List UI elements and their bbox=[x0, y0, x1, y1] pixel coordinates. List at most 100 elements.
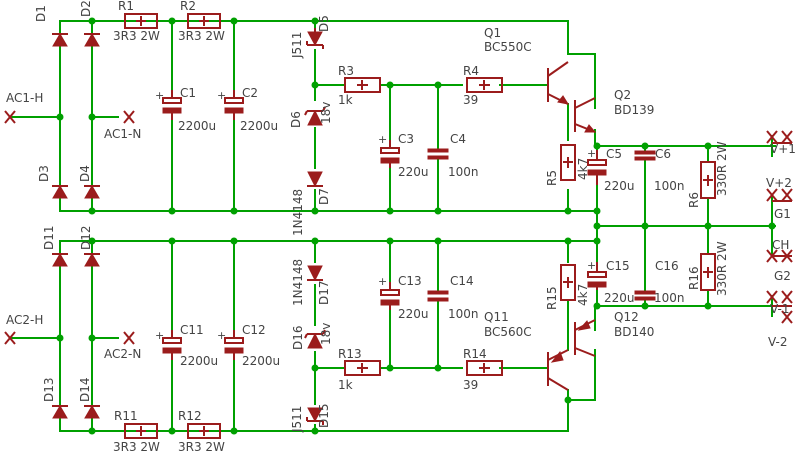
label-zener18-top: 18v bbox=[319, 102, 333, 124]
label-c12: C12 bbox=[242, 323, 266, 337]
capacitor-c1: + bbox=[155, 89, 182, 120]
label-d12: D12 bbox=[79, 225, 93, 250]
label-v-plus-2: V+2 bbox=[766, 176, 792, 190]
svg-text:+: + bbox=[587, 259, 596, 272]
pin-markers bbox=[4, 110, 793, 345]
svg-text:+: + bbox=[587, 147, 596, 160]
resistor-r15 bbox=[560, 264, 576, 301]
label-zener18-bottom: 18v bbox=[319, 323, 333, 345]
label-r1-value: 3R3 2W bbox=[113, 29, 160, 43]
label-c6: C6 bbox=[655, 147, 671, 161]
resistor-r16 bbox=[700, 253, 716, 291]
capacitor-c12: + bbox=[217, 329, 244, 360]
label-1n4148-top: 1N4148 bbox=[291, 189, 305, 236]
svg-text:+: + bbox=[155, 329, 164, 342]
capacitor-c14 bbox=[427, 290, 449, 302]
diode-d3 bbox=[52, 185, 68, 199]
label-q2-value: BD139 bbox=[614, 103, 654, 117]
label-r12-value: 3R3 2W bbox=[178, 440, 225, 454]
capacitor-c15: + bbox=[587, 259, 607, 290]
label-r12: R12 bbox=[178, 409, 202, 423]
resistor-r13 bbox=[344, 360, 381, 376]
diode-d7 bbox=[307, 171, 323, 188]
capacitor-c6 bbox=[634, 150, 656, 161]
label-r1: R1 bbox=[118, 0, 134, 13]
transistor-q1 bbox=[547, 61, 570, 105]
label-c11: C11 bbox=[180, 323, 204, 337]
label-c11-value: 2200u bbox=[180, 354, 218, 368]
diode-d4 bbox=[84, 185, 100, 199]
label-j511-bottom: J511 bbox=[290, 406, 304, 433]
svg-text:+: + bbox=[378, 275, 387, 288]
label-r16-value: 330R 2W bbox=[715, 241, 729, 296]
diode-d14 bbox=[84, 405, 100, 419]
label-d17: D17 bbox=[317, 280, 331, 305]
transistor-q2 bbox=[574, 97, 597, 133]
label-d16: D16 bbox=[291, 325, 305, 350]
jfet-diode-d15 bbox=[306, 407, 324, 425]
label-v-plus-1: V+1 bbox=[770, 142, 796, 156]
junctions bbox=[56, 17, 776, 435]
label-q11: Q11 bbox=[484, 310, 509, 324]
label-g1: G1 bbox=[774, 207, 791, 221]
zener-diode-d6 bbox=[304, 106, 326, 126]
label-q1: Q1 bbox=[484, 26, 501, 40]
label-c15: C15 bbox=[606, 259, 630, 273]
transistor-q11 bbox=[547, 349, 569, 391]
label-c1: C1 bbox=[180, 86, 196, 100]
label-q11-value: BC560C bbox=[484, 325, 532, 339]
label-r13-value: 1k bbox=[338, 378, 353, 392]
diode-d12 bbox=[84, 253, 100, 267]
label-r5-value: 4k7 bbox=[576, 158, 590, 180]
label-r2: R2 bbox=[180, 0, 196, 13]
component-labels: D1 D2 D3 D4 D11 D12 D13 D14 R1 3R3 2W R2… bbox=[6, 0, 796, 454]
resistor-r3 bbox=[344, 77, 381, 93]
resistor-r4 bbox=[466, 77, 503, 93]
label-c14-value: 100n bbox=[448, 307, 479, 321]
capacitor-c5: + bbox=[587, 147, 607, 185]
resistor-r2 bbox=[187, 13, 221, 29]
label-c6-value: 100n bbox=[654, 179, 685, 193]
resistor-r6 bbox=[700, 161, 716, 199]
label-ac2-h: AC2-H bbox=[6, 313, 43, 327]
label-d1: D1 bbox=[34, 5, 48, 22]
label-d2: D2 bbox=[79, 0, 93, 17]
transistor-q12 bbox=[574, 319, 596, 357]
label-r6: R6 bbox=[687, 192, 701, 208]
label-v-minus-1: V-1 bbox=[770, 302, 789, 316]
label-r14: R14 bbox=[463, 347, 487, 361]
label-r3: R3 bbox=[338, 64, 354, 78]
label-g2: G2 bbox=[774, 269, 791, 283]
label-r2-value: 3R3 2W bbox=[178, 29, 225, 43]
label-r3-value: 1k bbox=[338, 93, 353, 107]
resistor-r11 bbox=[124, 423, 158, 439]
label-v-minus-2: V-2 bbox=[768, 335, 787, 349]
label-ac1-n: AC1-N bbox=[104, 127, 141, 141]
label-d13: D13 bbox=[42, 377, 56, 402]
diode-d13 bbox=[52, 405, 68, 419]
capacitor-c16 bbox=[634, 290, 656, 301]
label-r11-value: 3R3 2W bbox=[113, 440, 160, 454]
label-c14: C14 bbox=[450, 274, 474, 288]
label-r15-value: 4k7 bbox=[576, 284, 590, 306]
svg-text:+: + bbox=[217, 89, 226, 102]
label-q2: Q2 bbox=[614, 88, 631, 102]
label-d5: D5 bbox=[317, 15, 331, 32]
label-q12: Q12 bbox=[614, 310, 639, 324]
label-r16: R16 bbox=[687, 266, 701, 290]
label-c12-value: 2200u bbox=[242, 354, 280, 368]
label-c4-value: 100n bbox=[448, 165, 479, 179]
label-r4-value: 39 bbox=[463, 93, 478, 107]
label-c2: C2 bbox=[242, 86, 258, 100]
resistor-r1 bbox=[109, 13, 158, 29]
label-1n4148-bottom: 1N4148 bbox=[291, 259, 305, 306]
resistor-r5 bbox=[560, 144, 576, 181]
resistor-r14 bbox=[466, 360, 503, 376]
label-d3: D3 bbox=[37, 165, 51, 182]
label-ac2-n: AC2-N bbox=[104, 347, 141, 361]
label-c16: C16 bbox=[655, 259, 679, 273]
label-q1-value: BC550C bbox=[484, 40, 532, 54]
diode-d2 bbox=[84, 33, 100, 47]
label-c3-value: 220u bbox=[398, 165, 429, 179]
